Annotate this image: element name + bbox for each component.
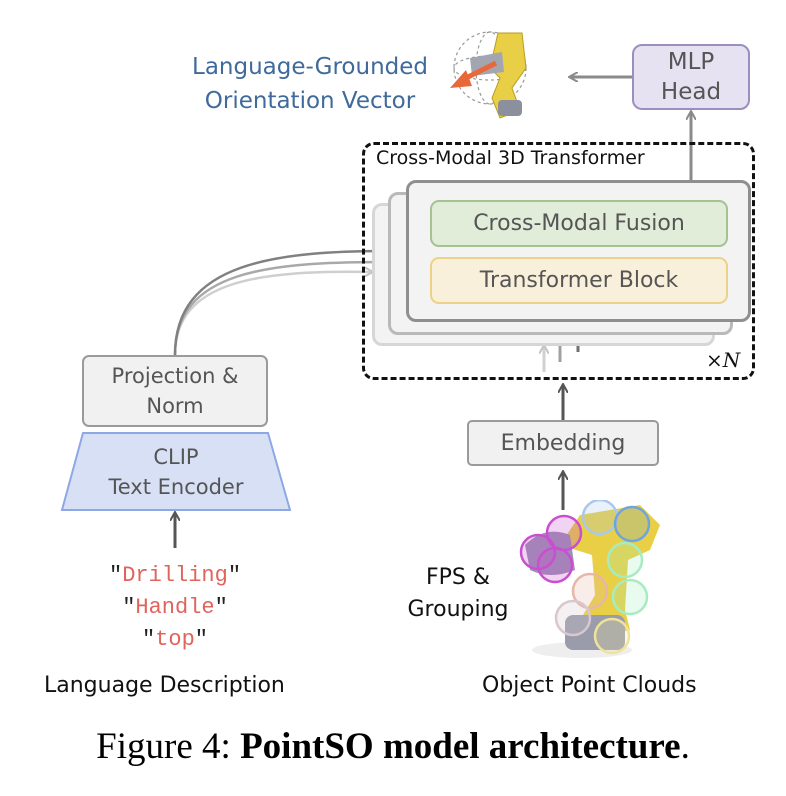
group-circle [545,514,583,552]
group-circle [571,572,609,610]
point-cloud-image [519,500,660,658]
prompt-text: Drilling [122,563,228,588]
transformer-block: Transformer Block [430,257,728,304]
group-circle [611,578,649,616]
fps-line2: Grouping [407,597,509,622]
caption-title: PointSO model architecture [240,726,681,767]
projection-line1: Projection & [111,364,239,388]
mlp-head-line2: Head [660,79,722,105]
caption-prefix: Figure 4: [96,726,241,767]
clip-line1: CLIP [153,445,199,469]
prompt-item: ″Handle″ [122,595,228,620]
prompt-item: ″top″ [141,627,208,652]
language-prompts: ″Drilling″ ″Handle″ ″top″ [75,560,275,656]
transformer-title: Cross-Modal 3D Transformer [376,147,645,169]
projection-norm-block: Projection & Norm [82,355,268,427]
arrow-text-to-transformer-1 [173,251,402,356]
clip-text-encoder-block: CLIP Text Encoder [60,432,292,512]
fps-grouping-label: FPS & Grouping [398,562,518,626]
group-circle [536,546,574,584]
prompt-text: Handle [135,595,215,620]
projection-line2: Norm [146,394,204,418]
transformer-container [362,142,755,380]
clip-line2: Text Encoder [108,475,244,499]
fps-line1: FPS & [425,565,491,590]
prompt-text: top [155,627,195,652]
caption-suffix: . [680,726,690,767]
figure-caption: Figure 4: PointSO model architecture. [0,725,786,768]
object-point-clouds-label: Object Point Clouds [482,673,697,698]
language-description-label: Language Description [44,673,285,698]
group-circle [606,541,644,579]
drill-orientation-icon [450,31,527,119]
group-circle [613,505,651,543]
group-circle [554,599,592,637]
mlp-head-line1: MLP [667,49,715,75]
arrow-text-to-transformer-3 [173,272,372,356]
output-label: Language-Grounded Orientation Vector [180,50,440,118]
output-label-line2: Orientation Vector [204,88,416,114]
embedding-block: Embedding [467,420,659,466]
clip-encoder-shape [60,432,292,511]
group-circle [593,617,631,655]
prompt-item: ″Drilling″ [108,563,242,588]
cross-modal-fusion-block: Cross-Modal Fusion [430,200,728,247]
repeat-label: ×N [706,348,741,372]
output-label-line1: Language-Grounded [192,54,428,80]
mlp-head-block: MLP Head [632,44,750,110]
group-circles [519,500,651,655]
group-circle [581,500,619,536]
